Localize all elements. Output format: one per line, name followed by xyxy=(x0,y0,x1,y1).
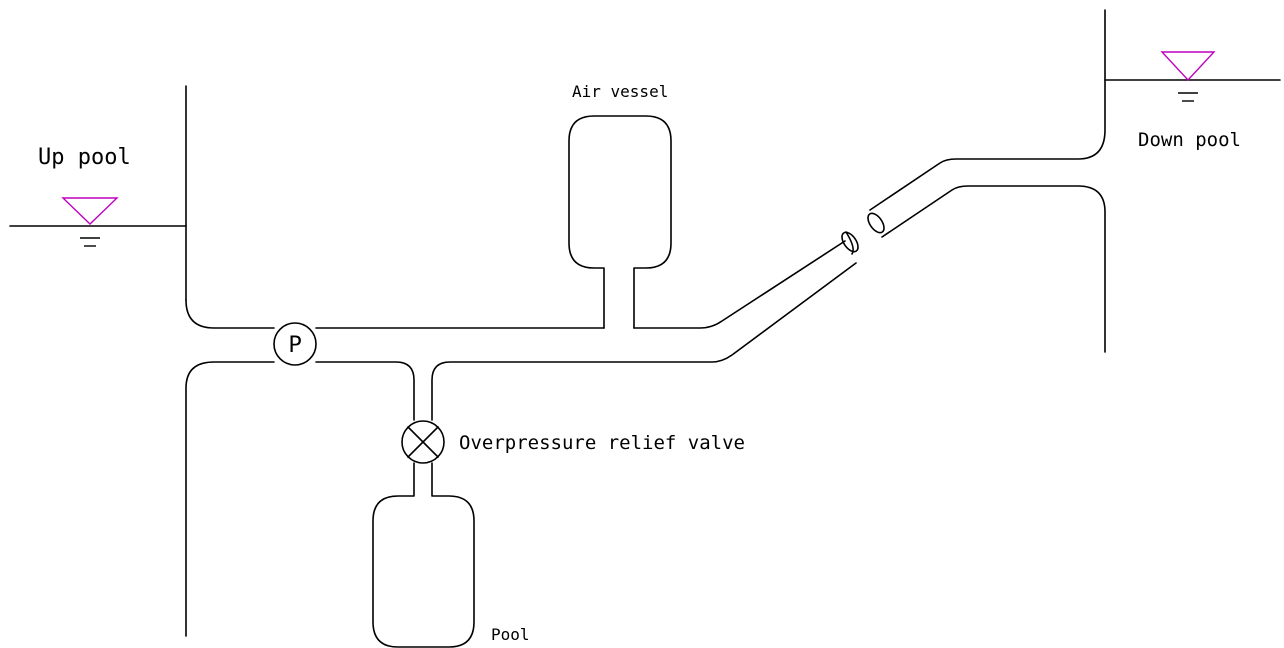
main-pipe-upper-wall xyxy=(185,299,275,329)
valve-cross-icon xyxy=(401,420,445,464)
relief-valve: Overpressure relief valve xyxy=(401,420,745,464)
up-pool-label: Up pool xyxy=(38,145,131,170)
pool-tank-body xyxy=(372,462,475,648)
air-vessel-label: Air vessel xyxy=(572,82,668,101)
water-level-icon xyxy=(61,197,119,247)
pump: P xyxy=(273,322,317,366)
upper-pipe-to-down-pool xyxy=(869,9,1106,211)
main-pipe-upper-wall-right xyxy=(633,240,846,329)
pool-label: Pool xyxy=(491,625,530,644)
main-pipe-lower-wall-mid xyxy=(315,361,415,421)
air-vessel: Air vessel xyxy=(568,82,672,329)
pipe-break-right xyxy=(867,9,1106,353)
pool-tank: Pool xyxy=(372,462,530,648)
lower-pipe-to-down-pool xyxy=(881,185,1106,353)
down-pool: Down pool xyxy=(1104,51,1281,151)
main-pipe-lower-wall-right xyxy=(431,262,857,421)
main-pipe-lower-wall xyxy=(185,361,275,637)
down-pool-label: Down pool xyxy=(1138,129,1241,151)
pump-label: P xyxy=(288,333,301,358)
water-level-icon xyxy=(1160,51,1216,102)
pipe-break-left xyxy=(841,231,859,255)
pump-circle-icon xyxy=(273,322,317,366)
relief-valve-label: Overpressure relief valve xyxy=(459,432,745,454)
air-vessel-body xyxy=(568,115,672,329)
up-pool: Up pool xyxy=(9,85,187,301)
